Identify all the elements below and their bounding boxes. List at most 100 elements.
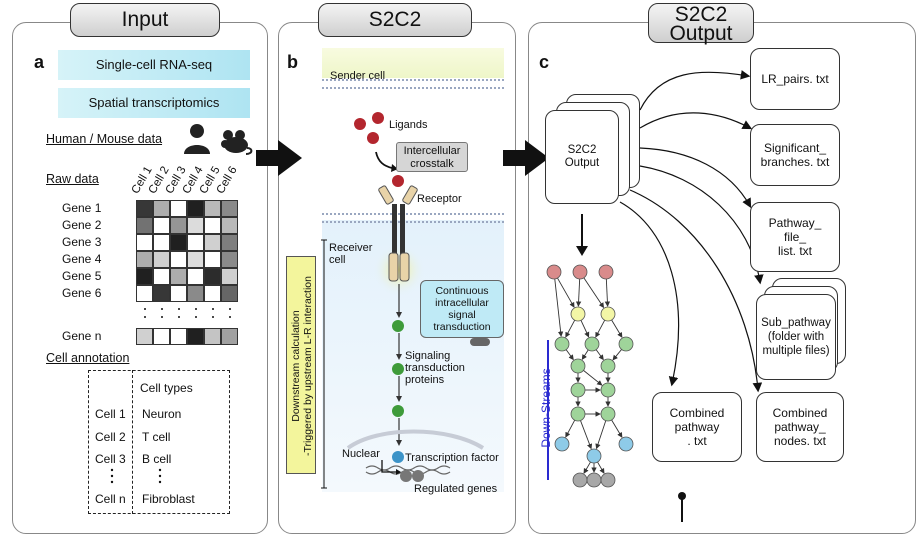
s2c2-output-line2: Output	[564, 157, 600, 169]
network-edge	[611, 419, 623, 438]
annotation-table-divider	[132, 370, 133, 514]
output-sub-line3: multiple files)	[762, 345, 830, 357]
intercellular-crosstalk-box: Intercellular crosstalk	[396, 142, 468, 172]
heatmap-cell	[221, 285, 238, 302]
heatmap-cell	[170, 217, 187, 234]
signaling-line1: Signaling	[405, 350, 451, 362]
arrow-to-lr-pairs	[639, 70, 751, 111]
species-label: Human / Mouse data	[46, 132, 163, 146]
receptor-shape	[378, 185, 418, 282]
heatmap-cell	[136, 268, 153, 285]
heatmap-cell	[170, 251, 187, 268]
annotation-cell-n: Cell n	[95, 492, 126, 506]
down-streams-axis	[547, 340, 549, 480]
output-header: S2C2 Output	[648, 3, 754, 44]
arrow-to-sub-pathway	[639, 165, 764, 285]
output-file-pfl-line3: list. txt	[777, 244, 812, 258]
heatmap-cell	[204, 217, 221, 234]
intercellular-line2: crosstalk	[410, 158, 454, 170]
ellipsis-dot	[195, 308, 197, 310]
output-sub-pathway-folder: Sub_pathway (folder with multiple files)	[756, 294, 836, 380]
network-node	[554, 436, 570, 452]
continuous-line4: transduction	[433, 321, 491, 333]
arrow-input-to-s2c2	[256, 140, 302, 176]
ligand-dot	[372, 112, 384, 124]
panel-c-label: c	[539, 52, 550, 72]
ellipsis-dot	[178, 308, 180, 310]
network-edge	[597, 461, 605, 474]
output-sub-line1: Sub_pathway	[761, 317, 831, 329]
network-node	[598, 264, 614, 280]
heatmap-cell	[136, 217, 153, 234]
downstream-network	[546, 264, 634, 488]
ellipsis-dot	[144, 316, 146, 318]
output-header-line1: S2C2	[674, 3, 728, 26]
arrow-s2c2-to-output	[503, 140, 549, 176]
annotation-header: Cell types	[140, 381, 193, 395]
output-arrows	[576, 70, 764, 393]
heatmap-cell	[204, 328, 221, 345]
network-node	[600, 472, 616, 488]
network-edge	[583, 277, 605, 309]
nuclear-label: Nuclear	[342, 448, 380, 460]
heatmap-cell	[170, 268, 187, 285]
bound-ligand	[392, 175, 404, 187]
heatmap-cell	[221, 328, 238, 345]
transcription-factor	[392, 451, 404, 463]
heatmap-cell	[187, 251, 204, 268]
signaling-protein	[392, 363, 404, 375]
output-connector-dot	[678, 492, 686, 500]
ellipsis-dot	[229, 308, 231, 310]
network-node	[600, 306, 616, 322]
output-file-sig-line1: Significant_	[763, 141, 827, 155]
heatmap-cell	[153, 200, 170, 217]
gene-label: Gene 2	[62, 218, 102, 232]
heatmap-cell	[187, 328, 204, 345]
gene-label: Gene 3	[62, 235, 102, 249]
output-cp-line3: . txt	[687, 434, 707, 448]
ligand-arrow	[375, 151, 393, 169]
output-cp-line1: Combined	[669, 406, 725, 420]
data-type-scrna: Single-cell RNA-seq	[58, 50, 250, 80]
network-edge	[580, 320, 590, 338]
ellipsis-dot	[178, 316, 180, 318]
arrow-to-pathway-file-list	[639, 147, 752, 209]
regulated-gene	[412, 470, 424, 482]
heatmap-cell	[136, 251, 153, 268]
heatmap-cell	[221, 217, 238, 234]
network-node	[572, 472, 588, 488]
heatmap-cell	[153, 328, 170, 345]
arrows-overlay	[256, 140, 686, 522]
output-file-pathway-file-list: Pathway_ file_ list. txt	[750, 202, 840, 272]
network-node	[600, 406, 616, 422]
continuous-line1: Continuous	[435, 285, 489, 297]
network-edge	[565, 349, 574, 361]
ellipsis-dot	[161, 316, 163, 318]
signaling-proteins-label: Signaling transduction proteins	[405, 350, 465, 386]
output-file-pfl-line2: file_	[783, 230, 806, 244]
heatmap-cell	[204, 200, 221, 217]
network-node	[570, 406, 586, 422]
human-icon	[184, 124, 210, 154]
ellipsis-dot	[212, 308, 214, 310]
heatmap-cell	[204, 268, 221, 285]
network-node	[586, 448, 602, 464]
heatmap-cell	[204, 285, 221, 302]
heatmap-cell	[221, 200, 238, 217]
heatmap-cell	[136, 285, 153, 302]
gene-label: Gene 6	[62, 286, 102, 300]
heatmap-cell	[153, 251, 170, 268]
heatmap-cell	[136, 200, 153, 217]
heatmap-cell	[153, 234, 170, 251]
output-file-sig-line2: branches. txt	[760, 155, 830, 169]
ligand-dot	[354, 118, 366, 130]
annotation-cell-2: Cell 2	[95, 430, 126, 444]
heatmap-cell	[153, 285, 170, 302]
output-file-pfl-line1: Pathway_	[768, 216, 822, 230]
ligands-label: Ligands	[389, 119, 428, 131]
ellipsis-dot	[161, 308, 163, 310]
network-edge	[583, 370, 603, 386]
gene-label: Gene 4	[62, 252, 102, 266]
network-edge	[554, 278, 564, 337]
cell-signaling-illustration	[321, 48, 504, 492]
